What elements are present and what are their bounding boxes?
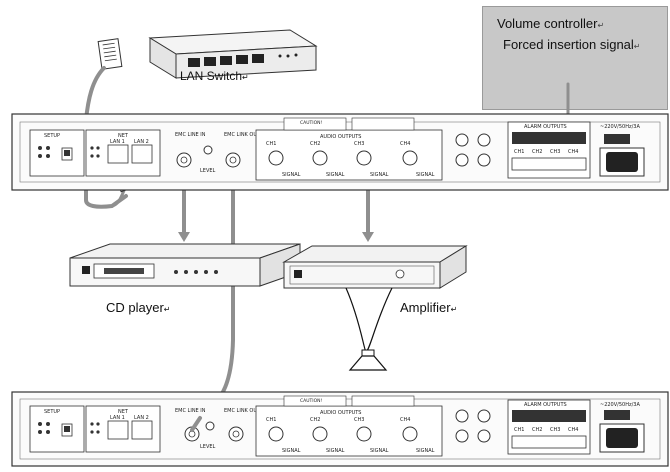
arrowheads — [178, 232, 374, 242]
cd-player — [69, 243, 301, 287]
controller-unit-bottom: SETUP NET LAN 1 LAN 2 EMC LINE IN EMC LI… — [11, 391, 669, 467]
svg-text:SIGNAL: SIGNAL — [282, 448, 301, 454]
svg-text:EMC LINK OUT: EMC LINK OUT — [224, 132, 261, 138]
network-cable — [84, 66, 128, 209]
svg-text:CH2: CH2 — [532, 149, 542, 155]
amplifier — [282, 245, 468, 289]
link-out-cable — [198, 164, 235, 420]
svg-text:EMC LINK OUT: EMC LINK OUT — [224, 408, 261, 414]
svg-text:SETUP: SETUP — [44, 133, 60, 139]
svg-text:CH2: CH2 — [532, 427, 542, 433]
lan-switch — [148, 29, 318, 79]
svg-text:NET: NET — [118, 133, 129, 139]
svg-text:CH1: CH1 — [266, 417, 276, 423]
svg-text:CH3: CH3 — [550, 427, 560, 433]
svg-text:CH1: CH1 — [514, 149, 524, 155]
svg-text:LEVEL: LEVEL — [200, 168, 216, 174]
svg-text:LAN 1: LAN 1 — [110, 139, 125, 145]
svg-text:LAN 2: LAN 2 — [134, 139, 149, 145]
speaker-wire — [345, 287, 393, 353]
controller-unit-top: SETUP NET LAN 1 LAN 2 EMC LINE IN EMC LI… — [11, 113, 669, 191]
svg-text:~220V/50Hz/3A: ~220V/50Hz/3A — [600, 124, 640, 130]
svg-text:CH4: CH4 — [568, 427, 578, 433]
svg-text:AUDIO OUTPUTS: AUDIO OUTPUTS — [320, 410, 361, 416]
svg-text:CH4: CH4 — [568, 149, 578, 155]
svg-text:CH1: CH1 — [514, 427, 524, 433]
svg-text:SIGNAL: SIGNAL — [326, 448, 345, 454]
svg-text:SIGNAL: SIGNAL — [416, 172, 435, 178]
svg-text:LEVEL: LEVEL — [200, 444, 216, 450]
svg-text:CH4: CH4 — [400, 417, 410, 423]
ethernet-plug-icon — [97, 38, 123, 70]
svg-text:SIGNAL: SIGNAL — [370, 172, 389, 178]
svg-text:SIGNAL: SIGNAL — [370, 448, 389, 454]
svg-text:CH2: CH2 — [310, 141, 320, 147]
svg-text:ALARM OUTPUTS: ALARM OUTPUTS — [524, 124, 567, 130]
svg-text:CAUTION!: CAUTION! — [300, 398, 322, 404]
svg-text:NET: NET — [118, 409, 129, 415]
amplifier-label: Amplifier↵ — [400, 300, 457, 315]
svg-text:SIGNAL: SIGNAL — [282, 172, 301, 178]
svg-text:CH4: CH4 — [400, 141, 410, 147]
svg-text:CH2: CH2 — [310, 417, 320, 423]
svg-text:AUDIO OUTPUTS: AUDIO OUTPUTS — [320, 134, 361, 140]
svg-text:SIGNAL: SIGNAL — [416, 448, 435, 454]
svg-text:CH3: CH3 — [354, 417, 364, 423]
speaker-icon — [348, 349, 388, 371]
cd-player-label: CD player↵ — [106, 300, 171, 315]
svg-text:CH1: CH1 — [266, 141, 276, 147]
lan-switch-label: LAN Switch↵ — [180, 69, 249, 83]
svg-text:CH3: CH3 — [550, 149, 560, 155]
svg-text:~220V/50Hz/3A: ~220V/50Hz/3A — [600, 402, 640, 408]
svg-text:EMC LINE IN: EMC LINE IN — [175, 132, 206, 138]
svg-text:LAN 1: LAN 1 — [110, 415, 125, 421]
annotation-box: Volume controller↵ Forced insertion sign… — [482, 6, 668, 110]
svg-text:ALARM OUTPUTS: ALARM OUTPUTS — [524, 402, 567, 408]
svg-text:EMC LINE IN: EMC LINE IN — [175, 408, 206, 414]
svg-text:CAUTION!: CAUTION! — [300, 120, 322, 126]
forced-insertion-label: Forced insertion signal↵ — [503, 37, 641, 52]
svg-text:LAN 2: LAN 2 — [134, 415, 149, 421]
volume-controller-label: Volume controller↵ — [497, 16, 605, 31]
svg-text:SETUP: SETUP — [44, 409, 60, 415]
svg-text:CH3: CH3 — [354, 141, 364, 147]
svg-text:SIGNAL: SIGNAL — [326, 172, 345, 178]
